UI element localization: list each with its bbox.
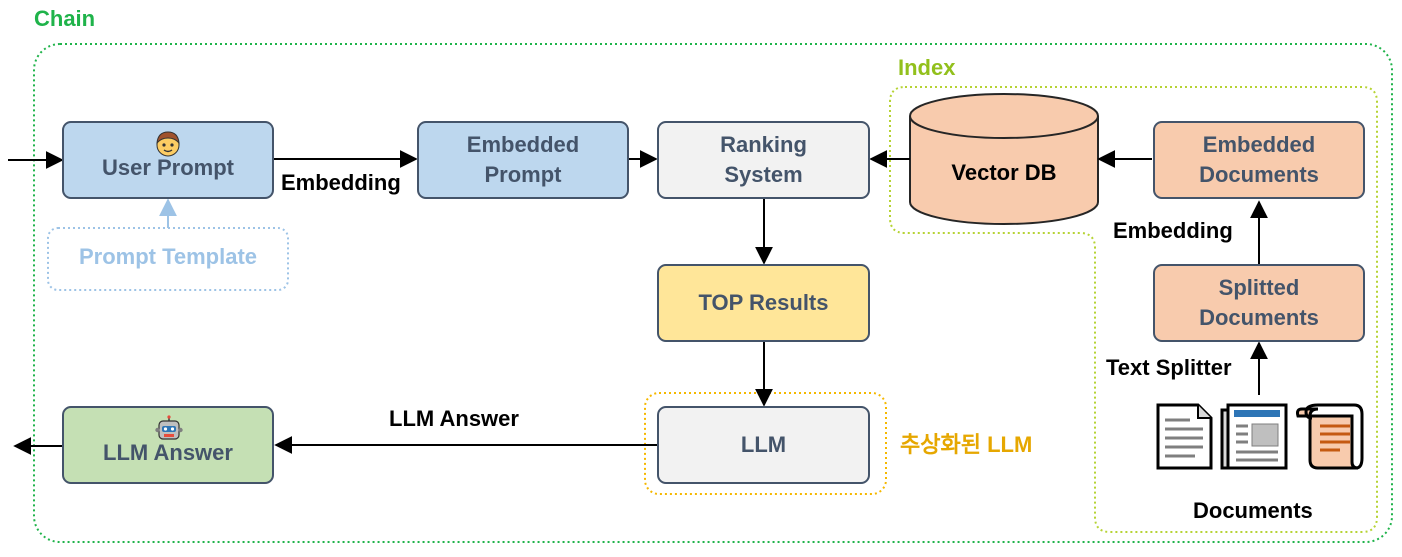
llm-answer-node: LLM Answer: [62, 406, 274, 484]
ranking-system-line1: Ranking: [720, 132, 807, 157]
embedded-documents-node: Embedded Documents: [1153, 121, 1365, 199]
llm-node: LLM: [657, 406, 870, 484]
llm-label: LLM: [740, 432, 787, 457]
ranking-system-node: Ranking System: [657, 121, 870, 199]
edge-text-splitter: Text Splitter: [1106, 355, 1232, 380]
prompt-template-label: Prompt Template: [78, 244, 258, 269]
robot-icon: [155, 415, 183, 443]
vector-db-cylinder: [909, 93, 1099, 225]
embedded-prompt-line1: Embedded: [466, 132, 580, 157]
user-prompt-label: User Prompt: [101, 155, 235, 180]
ranking-system-line2: System: [724, 162, 803, 187]
embedded-documents-line1: Embedded: [1202, 132, 1316, 157]
documents-label: Documents: [1193, 498, 1313, 523]
chain-title: Chain: [34, 6, 96, 31]
llm-answer-node-label: LLM Answer: [103, 440, 233, 465]
scroll-icon: [1296, 403, 1364, 470]
splitted-documents-node: Splitted Documents: [1153, 264, 1365, 342]
embedded-prompt-line2: Prompt: [484, 162, 562, 187]
embedded-prompt-node: Embedded Prompt: [417, 121, 629, 199]
edge-llm-answer: LLM Answer: [389, 406, 519, 431]
edge-embedding-query: Embedding: [281, 170, 401, 195]
user-prompt-node: User Prompt: [62, 121, 274, 199]
index-title: Index: [898, 55, 956, 80]
splitted-documents-line1: Splitted: [1218, 275, 1300, 300]
index-container: [889, 86, 1378, 533]
edge-embedding-docs: Embedding: [1113, 218, 1233, 243]
person-icon: [155, 130, 181, 158]
document-icon: [1156, 403, 1213, 470]
top-results-label: TOP Results: [698, 290, 829, 315]
newspaper-icon: [1220, 403, 1288, 470]
top-results-node: TOP Results: [657, 264, 870, 342]
vector-db-label: Vector DB: [951, 160, 1057, 185]
chain-container: [33, 43, 1393, 543]
embedded-documents-line2: Documents: [1199, 162, 1319, 187]
abstracted-llm-label: 추상화된 LLM: [900, 432, 1033, 457]
splitted-documents-line2: Documents: [1199, 305, 1319, 330]
